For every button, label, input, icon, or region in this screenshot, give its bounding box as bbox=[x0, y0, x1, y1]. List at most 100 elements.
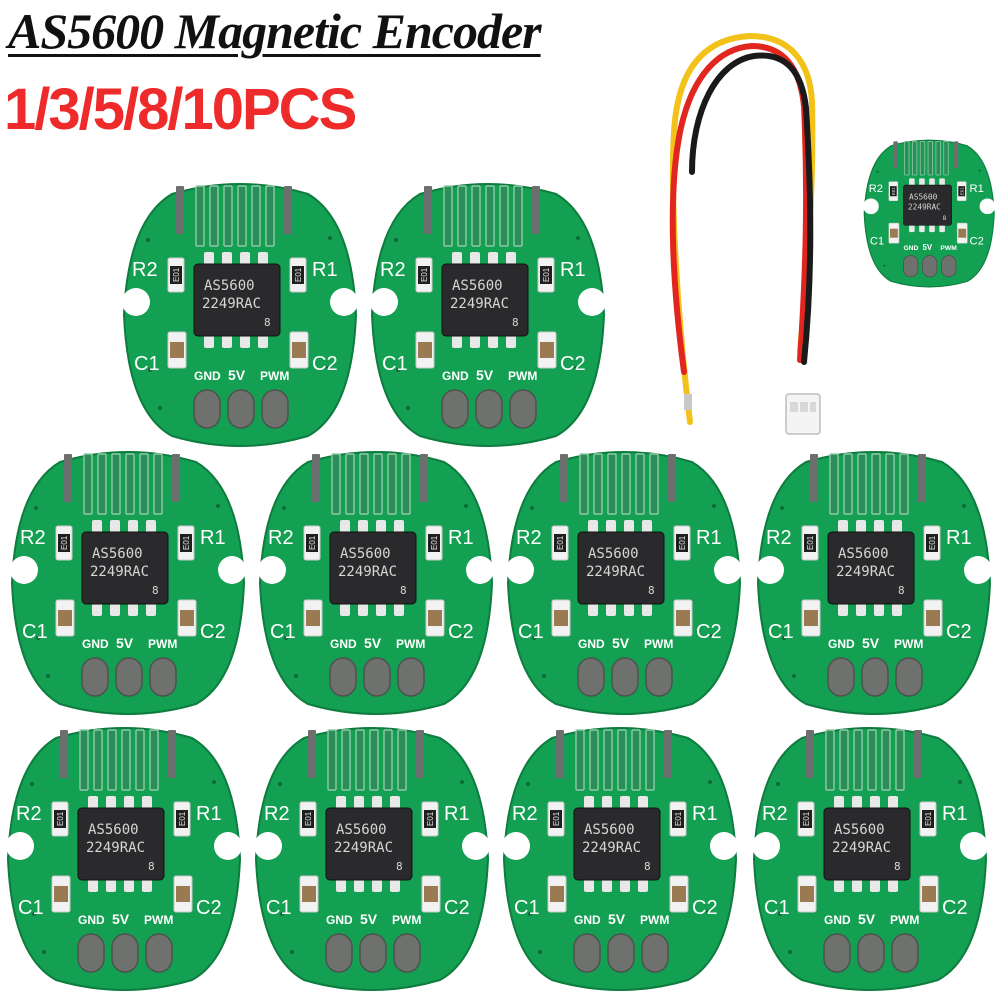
label-r2: R2 bbox=[268, 527, 294, 549]
top-trace-row bbox=[579, 453, 659, 515]
mounting-hole-left bbox=[254, 832, 282, 860]
encoder-board-graphic: AS5600 2249RAC 8 E01 E01 bbox=[122, 183, 358, 447]
svg-text:E01: E01 bbox=[924, 811, 933, 826]
label-c1: C1 bbox=[266, 897, 292, 919]
chip-marking-line3: 8 bbox=[148, 860, 155, 873]
capacitor-c2 bbox=[425, 599, 445, 637]
encoder-board: AS5600 2249RAC 8 E01 E01 bbox=[256, 448, 496, 718]
encoder-board-graphic: AS5600 2249RAC 8 E01 E01 bbox=[6, 727, 242, 991]
resistor-r1: E01 bbox=[956, 181, 967, 202]
vias bbox=[530, 504, 716, 678]
top-pad-row bbox=[556, 730, 672, 778]
as5600-chip bbox=[77, 807, 165, 881]
chip-marking-line2: 2249RAC bbox=[334, 840, 393, 856]
encoder-board: AS5600 2249RAC 8 E01 E01 bbox=[504, 448, 744, 718]
capacitor-c1 bbox=[55, 599, 75, 637]
top-trace-row bbox=[83, 453, 163, 515]
label-r2: R2 bbox=[132, 259, 158, 281]
label-c2: C2 bbox=[312, 353, 338, 375]
chip-marking-line2: 2249RAC bbox=[338, 564, 397, 580]
pin-label-pwm: PWM bbox=[890, 913, 919, 927]
resistor-r1: E01 bbox=[923, 525, 941, 561]
capacitor-c2 bbox=[919, 875, 939, 913]
label-r2: R2 bbox=[869, 183, 883, 195]
label-r2: R2 bbox=[512, 803, 538, 825]
svg-text:E01: E01 bbox=[182, 535, 191, 550]
label-c2: C2 bbox=[196, 897, 222, 919]
capacitor-c1 bbox=[797, 875, 817, 913]
chip-marking-line2: 2249RAC bbox=[450, 296, 509, 312]
label-c1: C1 bbox=[870, 235, 884, 247]
solder-pads bbox=[823, 933, 919, 973]
label-c1: C1 bbox=[18, 897, 44, 919]
resistor-r1: E01 bbox=[421, 801, 439, 837]
encoder-board-graphic: AS5600 2249RAC 8 E01 E01 bbox=[506, 451, 742, 715]
chip-marking-line1: AS5600 bbox=[204, 278, 255, 294]
mounting-hole-right bbox=[330, 288, 358, 316]
resistor-r1: E01 bbox=[177, 525, 195, 561]
chip-marking-line1: AS5600 bbox=[584, 822, 635, 838]
capacitor-c1 bbox=[547, 875, 567, 913]
encoder-board-graphic: AS5600 2249RAC 8 E01 E01 bbox=[370, 183, 606, 447]
chip-marking-line3: 8 bbox=[400, 584, 407, 597]
capacitor-c1 bbox=[801, 599, 821, 637]
label-c1: C1 bbox=[768, 621, 794, 643]
label-r2: R2 bbox=[16, 803, 42, 825]
vias bbox=[146, 236, 332, 410]
chip-marking-line3: 8 bbox=[512, 316, 519, 329]
capacitor-c2 bbox=[173, 875, 193, 913]
vias bbox=[776, 780, 962, 954]
top-pad-row bbox=[893, 141, 959, 169]
label-c1: C1 bbox=[514, 897, 540, 919]
resistor-r1: E01 bbox=[919, 801, 937, 837]
svg-text:E01: E01 bbox=[60, 535, 69, 550]
top-trace-row bbox=[327, 729, 407, 791]
top-trace-row bbox=[575, 729, 655, 791]
chip-marking-line2: 2249RAC bbox=[836, 564, 895, 580]
encoder-board-graphic: AS5600 2249RAC 8 E01 E01 bbox=[863, 139, 996, 288]
encoder-board-graphic: AS5600 2249RAC 8 E01 E01 bbox=[10, 451, 246, 715]
as5600-chip bbox=[193, 263, 281, 337]
capacitor-c1 bbox=[415, 331, 435, 369]
label-c2: C2 bbox=[444, 897, 470, 919]
label-r1: R1 bbox=[970, 183, 984, 195]
chip-marking-line1: AS5600 bbox=[452, 278, 503, 294]
top-trace-row bbox=[79, 729, 159, 791]
label-c1: C1 bbox=[134, 353, 160, 375]
chip-marking-line3: 8 bbox=[396, 860, 403, 873]
resistor-r2: E01 bbox=[547, 801, 565, 837]
resistor-r2: E01 bbox=[167, 257, 185, 293]
label-c2: C2 bbox=[448, 621, 474, 643]
svg-text:E01: E01 bbox=[891, 187, 896, 195]
chip-marking-line3: 8 bbox=[894, 860, 901, 873]
mounting-hole-left bbox=[756, 556, 784, 584]
resistor-r2: E01 bbox=[55, 525, 73, 561]
capacitor-c1 bbox=[551, 599, 571, 637]
chip-marking-line1: AS5600 bbox=[340, 546, 391, 562]
label-r1: R1 bbox=[312, 259, 338, 281]
chip-marking-line3: 8 bbox=[644, 860, 651, 873]
pin-label-pwm: PWM bbox=[640, 913, 669, 927]
resistor-r1: E01 bbox=[425, 525, 443, 561]
pin-label-gnd: GND bbox=[78, 913, 105, 927]
solder-pads bbox=[573, 933, 669, 973]
svg-text:E01: E01 bbox=[928, 535, 937, 550]
wire-red bbox=[669, 42, 810, 375]
chip-marking-line3: 8 bbox=[648, 584, 655, 597]
label-c1: C1 bbox=[22, 621, 48, 643]
label-r1: R1 bbox=[196, 803, 222, 825]
solder-pads bbox=[441, 389, 537, 429]
pin-label-pwm: PWM bbox=[940, 245, 957, 252]
pin-label-5v: 5V bbox=[116, 635, 134, 651]
label-r1: R1 bbox=[946, 527, 972, 549]
label-c1: C1 bbox=[382, 353, 408, 375]
resistor-r1: E01 bbox=[537, 257, 555, 293]
vias bbox=[394, 236, 580, 410]
mounting-hole-left bbox=[6, 832, 34, 860]
label-c2: C2 bbox=[970, 235, 984, 247]
pin-label-pwm: PWM bbox=[894, 637, 923, 651]
encoder-board-graphic: AS5600 2249RAC 8 E01 E01 bbox=[502, 727, 738, 991]
top-trace-row bbox=[443, 185, 523, 247]
encoder-board-graphic: AS5600 2249RAC 8 E01 E01 bbox=[254, 727, 490, 991]
chip-marking-line1: AS5600 bbox=[336, 822, 387, 838]
